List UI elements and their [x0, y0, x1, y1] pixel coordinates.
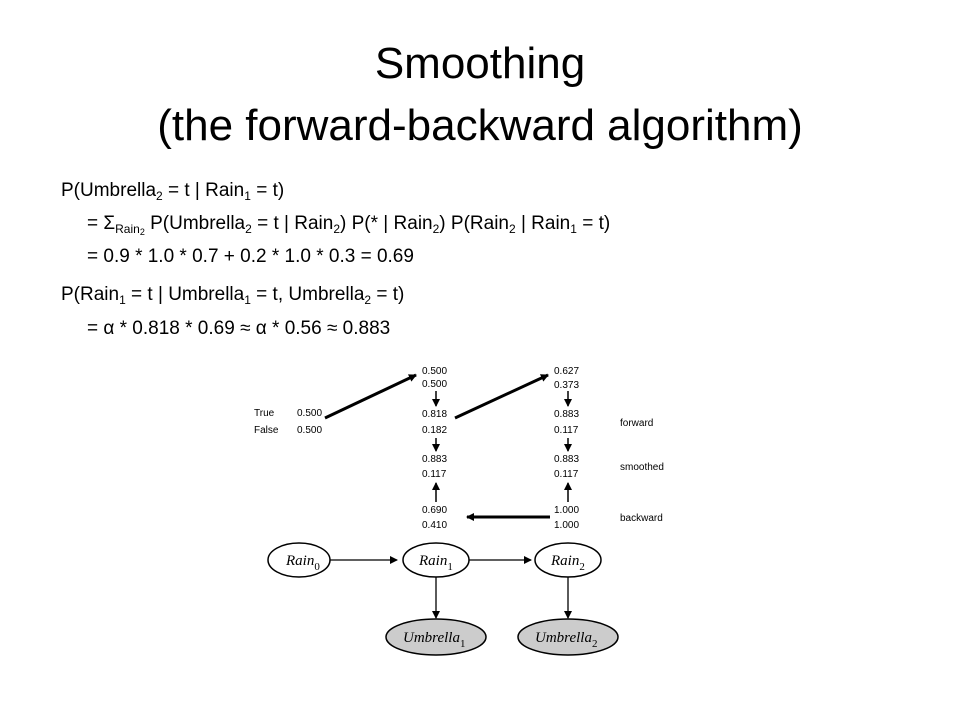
node-rain2-label: Rain2	[550, 553, 585, 573]
node-umbrella1	[385, 618, 487, 656]
col1-forward-false: 0.182	[422, 425, 447, 436]
col1-smoothed-true: 0.883	[422, 454, 447, 465]
node-rain1	[402, 542, 470, 578]
node-rain2	[534, 542, 602, 578]
col1-smoothed-false: 0.117	[422, 469, 447, 480]
node-rain1-label: Rain1	[418, 553, 453, 573]
equation-line-3: = 0.9 * 1.0 * 0.7 + 0.2 * 1.0 * 0.3 = 0.…	[87, 246, 414, 267]
col2-predicted-false: 0.373	[554, 380, 579, 391]
label-forward: forward	[620, 418, 653, 429]
col2-backward-false: 1.000	[554, 520, 579, 531]
node-umbrella1-label: Umbrella1	[403, 630, 465, 650]
col1-backward-false: 0.410	[422, 520, 447, 531]
col1-predicted-false: 0.500	[422, 379, 447, 390]
col2-smoothed-true: 0.883	[554, 454, 579, 465]
col2-forward-false: 0.117	[554, 425, 579, 436]
row-label-false: False	[254, 425, 279, 436]
equation-line-1: P(Umbrella2 = t | Rain1 = t)	[61, 180, 285, 203]
col1-forward-true: 0.818	[422, 409, 447, 420]
col1-backward-true: 0.690	[422, 505, 447, 516]
equation-line-2: = ΣRain2 P(Umbrella2 = t | Rain2) P(* | …	[87, 213, 611, 237]
prior-true: 0.500	[297, 408, 322, 419]
title-line-1: Smoothing	[374, 39, 586, 88]
col2-forward-true: 0.883	[554, 409, 579, 420]
node-umbrella2	[517, 618, 619, 656]
col1-predicted-true: 0.500	[422, 366, 447, 377]
label-backward: backward	[620, 513, 663, 524]
node-rain0-label: Rain0	[285, 553, 320, 573]
title-line-2: (the forward-backward algorithm)	[157, 101, 803, 150]
arrow-forward1-to-predicted2	[454, 373, 549, 420]
col2-backward-true: 1.000	[554, 505, 579, 516]
arrow-prior-to-predicted1	[324, 373, 417, 420]
col2-predicted-true: 0.627	[554, 366, 579, 377]
node-umbrella2-label: Umbrella2	[535, 630, 597, 650]
row-label-true: True	[254, 408, 275, 419]
equation-line-5: = α * 0.818 * 0.69 ≈ α * 0.56 ≈ 0.883	[87, 318, 391, 339]
prior-false: 0.500	[297, 425, 322, 436]
node-rain0	[267, 542, 331, 578]
col2-smoothed-false: 0.117	[554, 469, 579, 480]
equation-line-4: P(Rain1 = t | Umbrella1 = t, Umbrella2 =…	[61, 284, 405, 307]
label-smoothed: smoothed	[620, 462, 664, 473]
